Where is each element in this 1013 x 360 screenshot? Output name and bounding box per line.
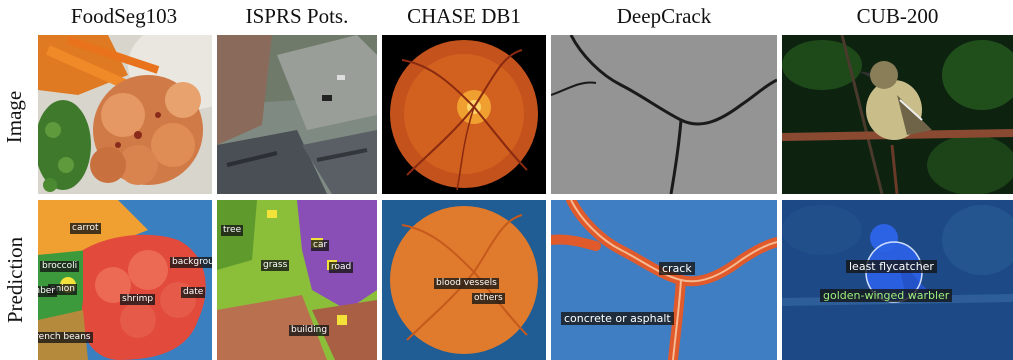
label-tree: tree [221, 225, 244, 236]
image-cub [782, 35, 1013, 194]
prediction-foodseg: carrot broccoli onion cucumber backgroun… [38, 200, 212, 360]
label-shrimp: shrimp [120, 294, 156, 305]
label-golden-winged-warbler: golden-winged warbler [820, 289, 953, 302]
label-building: building [289, 325, 330, 336]
label-blood-vessels: blood vessels [434, 278, 499, 289]
image-foodseg [38, 35, 212, 194]
label-carrot: carrot [70, 223, 101, 234]
column-title-foodseg: FoodSeg103 [70, 4, 178, 28]
label-least-flycatcher: least flycatcher [846, 260, 937, 273]
column-title-chase: CHASE DB1 [407, 4, 521, 28]
label-car: car [311, 240, 330, 251]
label-road: road [329, 262, 354, 273]
column-title-cub: CUB-200 [856, 4, 939, 28]
label-onion: onion [48, 284, 77, 295]
label-crack: crack [659, 262, 695, 275]
prediction-deepcrack: crack concrete or asphalt [551, 200, 777, 360]
row-label-prediction: Prediction [3, 236, 27, 324]
prediction-chase: blood vessels others [382, 200, 546, 360]
label-grass: grass [261, 260, 290, 271]
prediction-isprs: tree car grass road building [217, 200, 377, 360]
label-others: others [472, 293, 505, 304]
label-date: date [181, 287, 206, 298]
label-concrete-or-asphalt: concrete or asphalt [561, 312, 674, 325]
label-cucumber: cucumber [38, 286, 58, 297]
label-french-beans: french beans [38, 332, 93, 343]
label-background: background [170, 257, 212, 268]
image-isprs [217, 35, 377, 194]
image-chase [382, 35, 546, 194]
label-broccoli: broccoli [40, 261, 80, 272]
row-label-image: Image [2, 90, 26, 144]
prediction-cub: least flycatcher golden-winged warbler [782, 200, 1013, 360]
image-deepcrack [551, 35, 777, 194]
column-title-isprs: ISPRS Pots. [245, 4, 349, 28]
column-title-deepcrack: DeepCrack [616, 4, 712, 28]
